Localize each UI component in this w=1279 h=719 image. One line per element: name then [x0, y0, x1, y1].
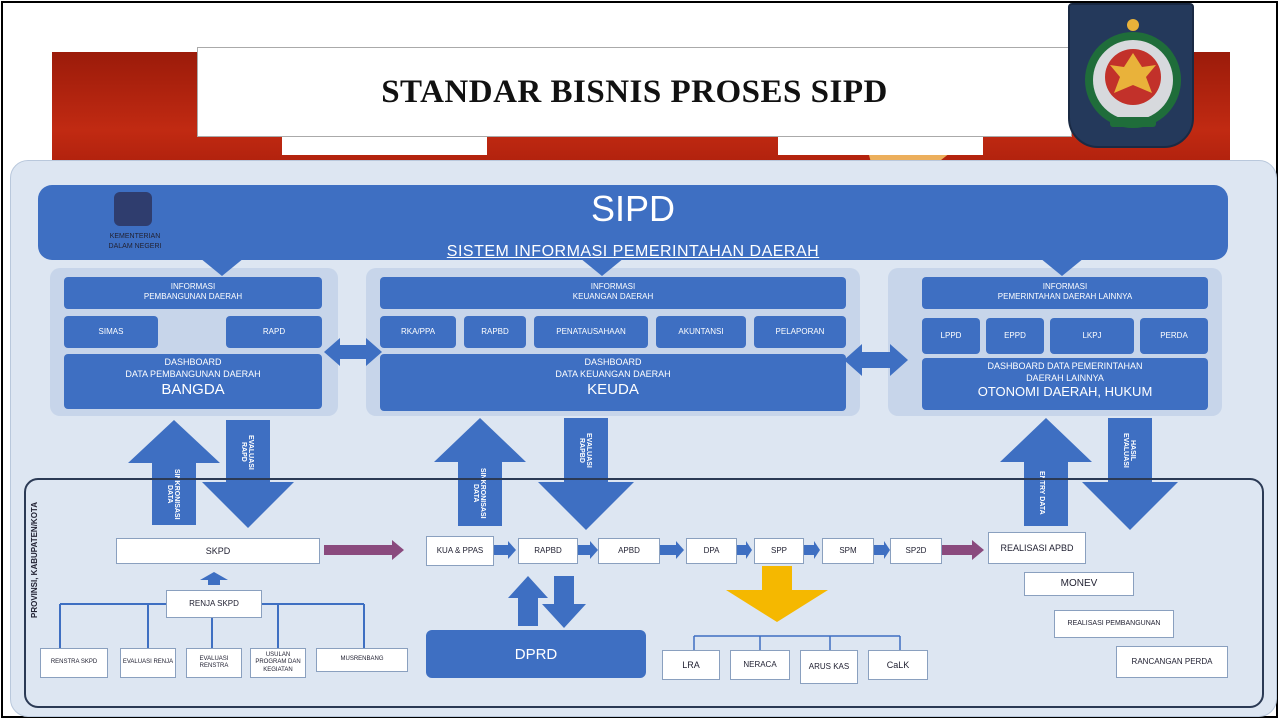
keuda-item-pelaporan: PELAPORAN	[754, 316, 846, 348]
ministry-name: KEMENTERIAN DALAM NEGERI	[108, 233, 162, 250]
arrow-skpd-kua	[324, 540, 404, 560]
keuda-item-akuntansi: AKUNTANSI	[656, 316, 746, 348]
flow-arrow-6	[874, 541, 890, 559]
arrow-renja-skpd	[200, 572, 228, 585]
arrow-down-dprd	[542, 576, 586, 628]
yellow-down-arrow	[726, 566, 828, 622]
renja-input-1: RENSTRA SKPD	[40, 648, 108, 678]
keuda-header: INFORMASI KEUANGAN DAERAH	[380, 277, 846, 309]
otda-item-eppd: EPPD	[986, 318, 1044, 354]
report-lra: LRA	[662, 650, 720, 680]
renja-box: RENJA SKPD	[166, 590, 262, 618]
otda-item-lkpj: LKPJ	[1050, 318, 1134, 354]
bangda-item-simas: SIMAS	[64, 316, 158, 348]
renja-input-5: MUSRENBANG	[316, 648, 408, 672]
keuda-item-penatausahaan: PENATAUSAHAAN	[534, 316, 648, 348]
arrow-down-hasil-evaluasi	[1082, 418, 1178, 530]
flow-arrow-1	[494, 541, 516, 559]
flow-dpa: DPA	[686, 538, 737, 564]
ministry-emblem	[1068, 3, 1194, 148]
flow-rapbd: RAPBD	[518, 538, 578, 564]
title-tab-left	[282, 137, 487, 155]
double-arrow-bangda-keuda	[324, 338, 382, 366]
callout-keuda	[580, 258, 624, 276]
callout-bangda	[200, 258, 244, 276]
arrow-up-dprd	[508, 576, 548, 626]
keuda-item-rka: RKA/PPA	[380, 316, 456, 348]
slide-title: STANDAR BISNIS PROSES SIPD	[381, 73, 888, 110]
renja-input-2: EVALUASI RENJA	[120, 648, 176, 678]
sipd-subtitle: SISTEM INFORMASI PEMERINTAHAN DAERAH	[446, 243, 820, 260]
arrow-up-entry-data	[1000, 418, 1092, 526]
realisasi-pembangunan: REALISASI PEMBANGUNAN	[1054, 610, 1174, 638]
renja-input-3: EVALUASI RENSTRA	[186, 648, 242, 678]
arrow-down-evaluasi-rapd	[202, 420, 294, 528]
label-a3-down: HASIL EVALUASI	[1122, 432, 1136, 468]
rancangan-perda: RANCANGAN PERDA	[1116, 646, 1228, 678]
label-a1-up: SINKRONISASI DATA	[166, 468, 180, 520]
bangda-header: INFORMASI PEMBANGUNAN DAERAH	[64, 277, 322, 309]
flow-arrow-2	[578, 541, 598, 559]
regional-frame	[24, 478, 1264, 708]
regional-label: PROVINSI, KABUPATEN/KOTA	[30, 502, 39, 619]
skpd-box: SKPD	[116, 538, 320, 564]
report-calk: CaLK	[868, 650, 928, 680]
bangda-item-rapd: RAPD	[226, 316, 322, 348]
keuda-dashboard: DASHBOARD DATA KEUANGAN DAERAH KEUDA	[380, 354, 846, 411]
callout-otda	[1040, 258, 1084, 276]
flow-kua-ppas: KUA & PPAS	[426, 536, 494, 566]
flow-spm: SPM	[822, 538, 874, 564]
sipd-header-bar	[38, 185, 1228, 260]
flow-arrow-7	[942, 540, 984, 560]
arrow-down-evaluasi-rapbd	[538, 418, 634, 530]
slide-title-box: STANDAR BISNIS PROSES SIPD	[197, 47, 1072, 137]
label-a3-up: ENTRY DATA	[1038, 471, 1045, 515]
report-neraca: NERACA	[730, 650, 790, 680]
sipd-title: SIPD	[590, 188, 676, 229]
otda-dashboard: DASHBOARD DATA PEMERINTAHAN DAERAH LAINN…	[922, 358, 1208, 410]
flow-arrow-5	[804, 541, 820, 559]
flow-arrow-4	[737, 541, 752, 559]
otda-item-lppd: LPPD	[922, 318, 980, 354]
arrow-up-sinkronisasi-2	[434, 418, 526, 526]
renja-input-4: USULAN PROGRAM DAN KEGIATAN	[250, 648, 306, 678]
otda-header: INFORMASI PEMERINTAHAN DAERAH LAINNYA	[922, 277, 1208, 309]
monev-box: MONEV	[1024, 572, 1134, 596]
dprd-box: DPRD	[426, 630, 646, 678]
label-a2-up: SINKRONISASI DATA	[472, 467, 486, 519]
flow-apbd: APBD	[598, 538, 660, 564]
realisasi-apbd: REALISASI APBD	[988, 532, 1086, 564]
label-a1-down: EVALUASI RAPD	[240, 434, 254, 470]
keuda-item-rapbd: RAPBD	[464, 316, 526, 348]
flow-spp: SPP	[754, 538, 804, 564]
otda-item-perda: PERDA	[1140, 318, 1208, 354]
arrow-up-sinkronisasi-1	[128, 420, 220, 525]
report-arus-kas: ARUS KAS	[800, 650, 858, 684]
title-tab-right	[778, 137, 983, 155]
flow-arrow-3	[660, 541, 684, 559]
kemendagri-logo-icon	[114, 192, 152, 226]
bangda-dashboard: DASHBOARD DATA PEMBANGUNAN DAERAH BANGDA	[64, 354, 322, 409]
label-a2-down: EVALUASI RAPBD	[578, 432, 592, 468]
flow-sp2d: SP2D	[890, 538, 942, 564]
double-arrow-keuda-otda	[844, 344, 908, 376]
